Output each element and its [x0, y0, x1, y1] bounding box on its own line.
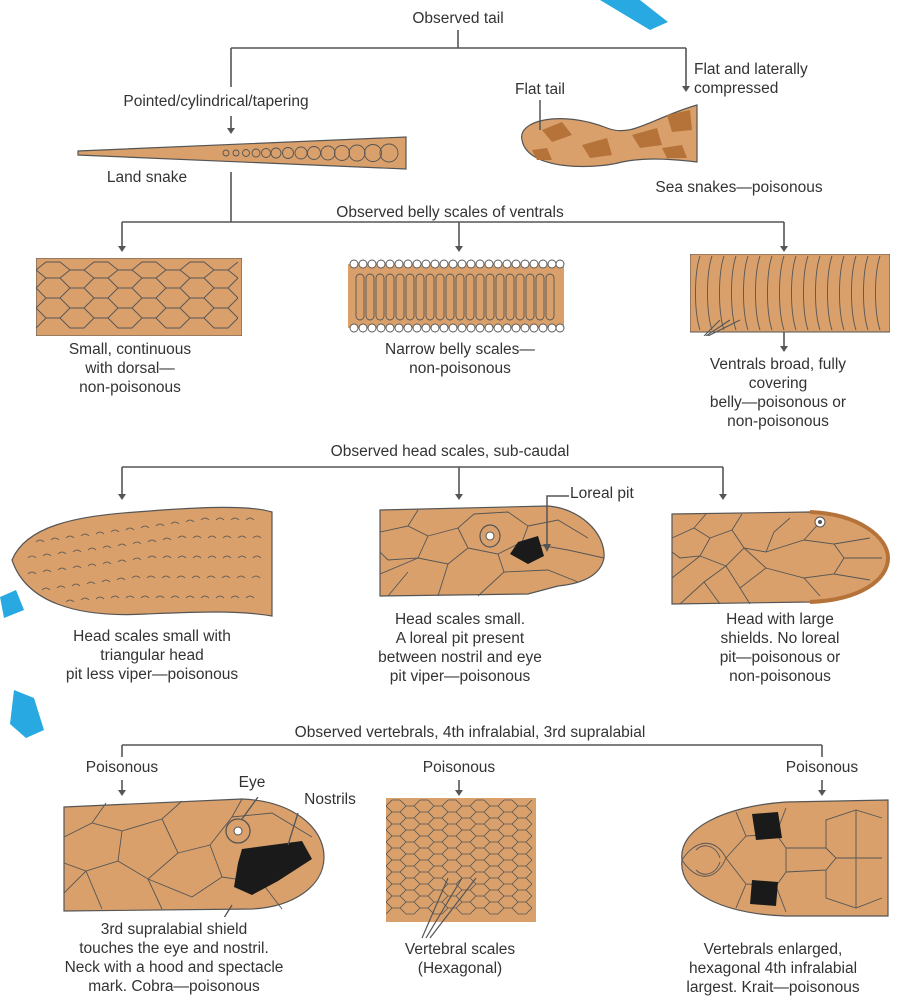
level4-title: Observed vertebrals, 4th infralabial, 3r… [200, 723, 740, 742]
level1-pointed-label: Pointed/cylindrical/tapering [68, 92, 364, 111]
level1-land-snake-label: Land snake [72, 168, 222, 187]
land-snake-tail-figure [76, 133, 416, 173]
loreal-pit-label: Loreal pit [570, 484, 690, 503]
eye-label: Eye [222, 773, 282, 792]
level3-title: Observed head scales, sub-caudal [240, 442, 660, 461]
large-shield-head-figure [670, 508, 892, 608]
level1-flat-laterally-label: Flat and laterally compressed [694, 60, 874, 98]
level1-sea-snakes-label: Sea snakes—poisonous [604, 178, 874, 197]
cobra-head-figure [62, 797, 332, 917]
small-continuous-scales-figure [36, 258, 242, 336]
broad-ventrals-figure [690, 254, 890, 336]
sea-snake-flat-tail-figure [512, 100, 702, 180]
level2-title: Observed belly scales of ventrals [240, 203, 660, 222]
level4-right-poisonous: Poisonous [762, 758, 882, 777]
level1-title: Observed tail [388, 9, 528, 28]
hexagonal-vertebral-scales-figure [386, 798, 536, 940]
loreal-pit-pointer [525, 490, 575, 560]
level4-mid-caption: Vertebral scales(Hexagonal) [370, 940, 550, 978]
nostrils-label: Nostrils [280, 790, 380, 809]
level2-mid-caption: Narrow belly scales—non-poisonous [330, 340, 590, 378]
level4-left-poisonous: Poisonous [62, 758, 182, 777]
krait-head-figure [676, 798, 892, 920]
level1-flat-tail-label: Flat tail [480, 80, 600, 99]
narrow-belly-scales-figure [346, 256, 566, 336]
level4-right-caption: Vertebrals enlarged,hexagonal 4th infral… [640, 940, 906, 997]
level4-mid-poisonous: Poisonous [399, 758, 519, 777]
pitless-viper-head-figure [6, 502, 276, 624]
